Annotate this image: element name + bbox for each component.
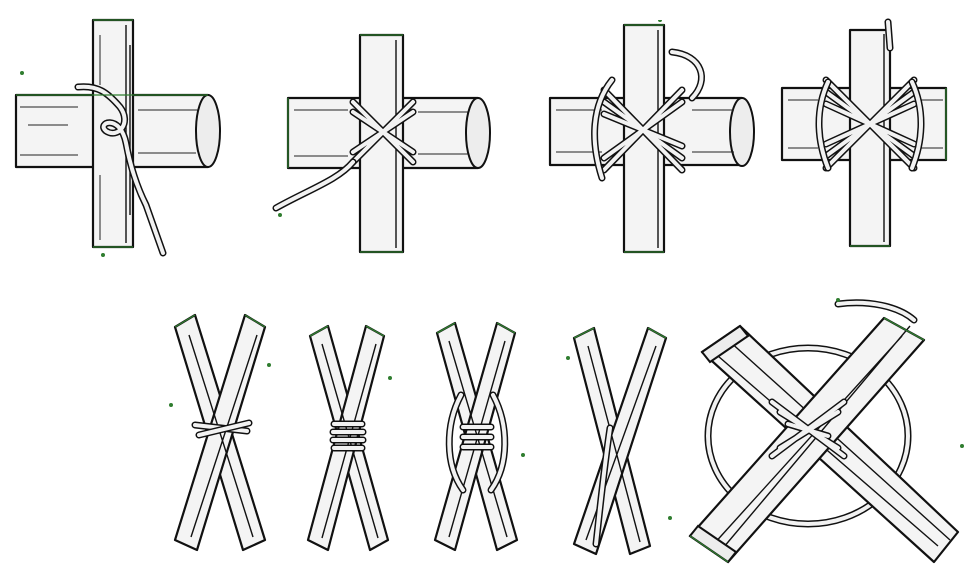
shear-lashing-step-4 <box>560 318 675 563</box>
diagonal-lashing-final <box>688 296 968 578</box>
square-lashing-step-1 <box>8 15 228 265</box>
shear-lashing-step-3 <box>425 315 530 560</box>
shear-lashing-step-1 <box>165 305 275 560</box>
square-lashing-step-3 <box>542 20 757 260</box>
shear-lashing-step-2 <box>300 318 395 558</box>
square-lashing-step-2 <box>268 30 493 260</box>
square-lashing-step-4 <box>778 18 953 253</box>
